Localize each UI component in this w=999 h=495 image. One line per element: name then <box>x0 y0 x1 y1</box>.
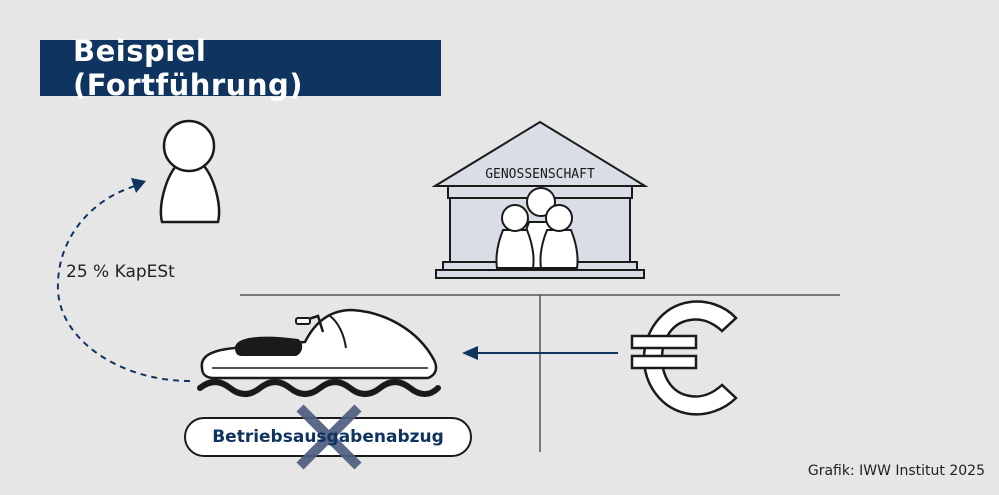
members-group-icon <box>495 187 579 269</box>
person-icon <box>159 119 221 224</box>
page-title: Beispiel (Fortführung) <box>73 34 303 102</box>
tax-label: 25 % KapESt <box>66 262 175 282</box>
payment-arrow <box>462 346 618 360</box>
building-label: GENOSSENSCHAFT <box>485 167 595 182</box>
waves-icon <box>197 379 441 397</box>
cross-out-icon <box>296 404 362 470</box>
deduction-label: Betriebsausgabenabzug <box>212 427 444 447</box>
credit-text: Grafik: IWW Institut 2025 <box>807 463 985 479</box>
bank-building-icon <box>431 120 649 279</box>
title-banner: Beispiel (Fortführung) <box>40 34 441 102</box>
euro-icon <box>630 300 738 416</box>
tax-flow-arrow <box>56 178 191 382</box>
jet-ski-icon <box>200 308 438 380</box>
